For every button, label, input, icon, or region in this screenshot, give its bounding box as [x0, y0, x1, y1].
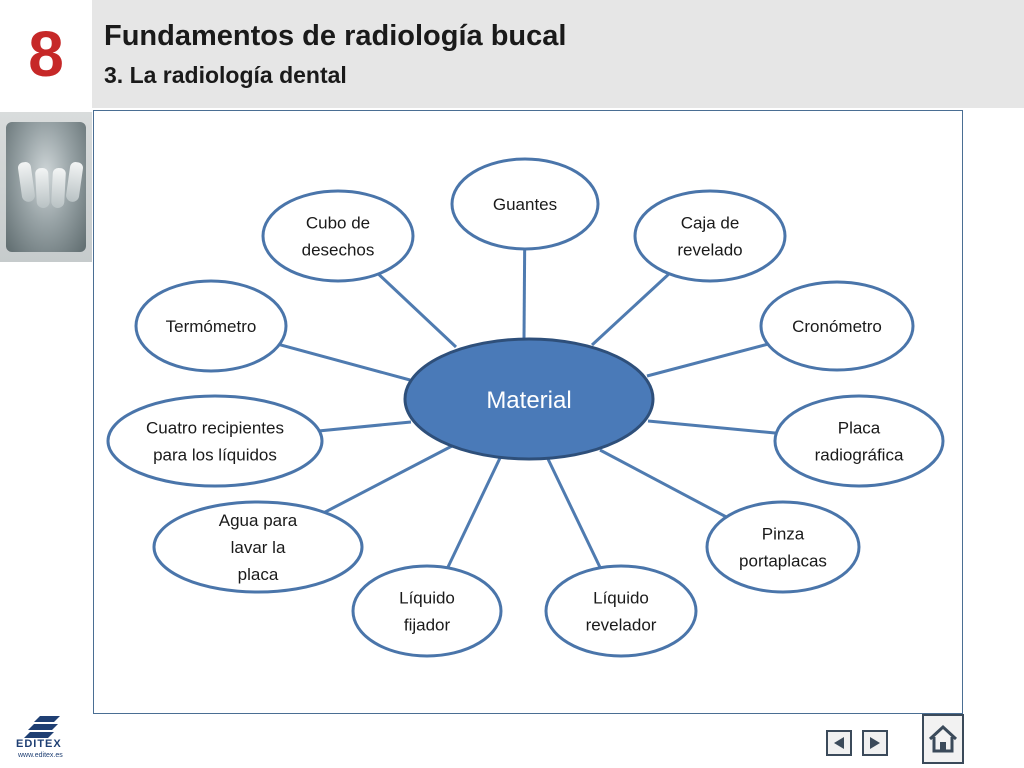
dental-xray-image: [0, 112, 92, 262]
node-label: para los líquidos: [153, 446, 277, 465]
node-label: radiográfica: [815, 446, 904, 465]
node-placa-radiografica: Placa radiográfica: [773, 394, 945, 488]
next-slide-button[interactable]: [862, 730, 888, 756]
node-ellipse: [705, 500, 861, 594]
center-label: Material: [486, 387, 571, 414]
node-label: Caja de: [681, 214, 740, 233]
node-label: Termómetro: [166, 317, 257, 336]
node-label: fijador: [404, 616, 451, 635]
node-ellipse: [633, 189, 787, 283]
node-label: placa: [238, 565, 279, 584]
node-cronometro: Cronómetro: [759, 280, 915, 372]
chapter-number: 8: [28, 18, 64, 90]
header-band: [0, 0, 1024, 108]
node-label: desechos: [302, 241, 375, 260]
node-label: Agua para: [219, 511, 298, 530]
node-ellipse: [134, 279, 288, 373]
node-label: Pinza: [762, 525, 805, 544]
editex-logo-icon: [24, 716, 60, 738]
node-label: portaplacas: [739, 552, 827, 571]
node-label: revelador: [586, 616, 657, 635]
node-label: Cronómetro: [792, 317, 882, 336]
center-node: Material: [403, 337, 655, 461]
logo-text: EDITEX: [16, 738, 62, 750]
node-label: lavar la: [231, 538, 286, 557]
node-caja-revelado: Caja de revelado: [633, 189, 787, 283]
home-button[interactable]: [922, 714, 964, 764]
node-label: Líquido: [399, 589, 455, 608]
node-ellipse: [759, 280, 915, 372]
previous-slide-button[interactable]: [826, 730, 852, 756]
center-ellipse: [403, 337, 655, 461]
node-guantes: Guantes: [450, 157, 600, 251]
page-subtitle: 3. La radiología dental: [104, 62, 347, 88]
node-label: revelado: [677, 241, 742, 260]
house-icon: [928, 724, 958, 753]
triangle-right-icon: [870, 737, 880, 749]
node-ellipse: [544, 564, 698, 658]
node-ellipse: [773, 394, 945, 488]
page-title: Fundamentos de radiología bucal: [104, 20, 567, 52]
node-label: Guantes: [493, 195, 557, 214]
node-ellipse: [450, 157, 600, 251]
node-ellipse: [152, 500, 364, 594]
node-label: Placa: [838, 419, 881, 438]
node-ellipse: [351, 564, 503, 658]
node-label: Cubo de: [306, 214, 370, 233]
logo-url: www.editex.es: [18, 752, 63, 759]
xray-film: [6, 122, 86, 252]
node-liquido-revelador: Líquido revelador: [544, 564, 698, 658]
node-liquido-fijador: Líquido fijador: [351, 564, 503, 658]
node-label: Cuatro recipientes: [146, 419, 284, 438]
node-ellipse: [106, 394, 324, 488]
node-cubo-desechos: Cubo de desechos: [261, 189, 415, 283]
node-agua-lavar: Agua para lavar la placa: [152, 500, 364, 594]
node-cuatro-recipientes: Cuatro recipientes para los líquidos: [106, 394, 324, 488]
node-label: Líquido: [593, 589, 649, 608]
chapter-badge: 8: [0, 0, 92, 108]
node-ellipse: [261, 189, 415, 283]
node-termometro: Termómetro: [134, 279, 288, 373]
node-pinza-portaplacas: Pinza portaplacas: [705, 500, 861, 594]
triangle-left-icon: [834, 737, 844, 749]
